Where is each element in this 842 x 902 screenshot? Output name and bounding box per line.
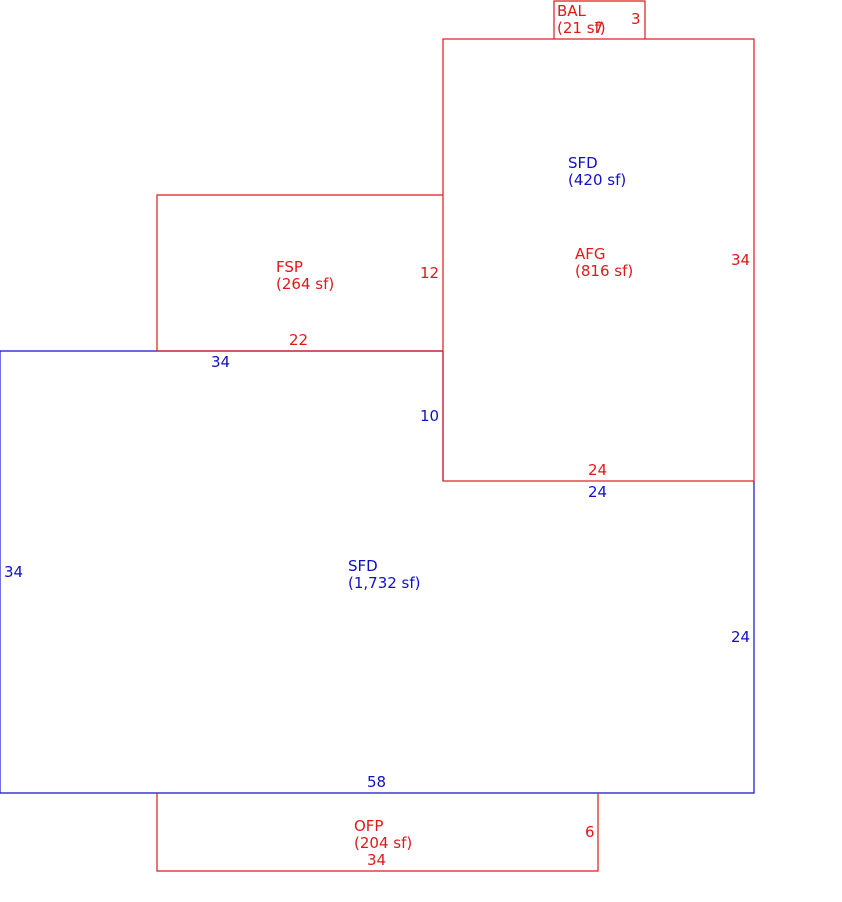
bal-side-top: 7 (594, 19, 604, 37)
sfd-upper-area: (420 sf) (568, 171, 626, 189)
sfd-main-outline (0, 350, 755, 794)
ofp-side-right: 6 (585, 823, 595, 841)
fsp-side-bottom: 22 (289, 331, 308, 349)
sfd-main-code: SFD (348, 557, 378, 575)
ofp-code: OFP (354, 817, 383, 835)
sfd-main-side-left: 34 (4, 563, 23, 581)
sfd-main-side-bottom: 58 (367, 773, 386, 791)
ofp-area: (204 sf) (354, 834, 412, 852)
bal-outline (553, 0, 646, 39)
bal-code: BAL (557, 2, 587, 20)
afg-side-right: 34 (731, 251, 750, 269)
sfd-main-side-inner: 10 (420, 407, 439, 425)
sfd-upper-code: SFD (568, 154, 598, 172)
fsp-area: (264 sf) (276, 275, 334, 293)
afg-side-bottom: 24 (588, 461, 607, 479)
sfd-main-side-top: 34 (211, 353, 230, 371)
fsp-outline (156, 194, 443, 352)
ofp-outline (156, 793, 599, 872)
fsp-code: FSP (276, 258, 303, 276)
sfd-main-area: (1,732 sf) (348, 574, 421, 592)
afg-code: AFG (575, 245, 606, 263)
afg-area: (816 sf) (575, 262, 633, 280)
sfd-main-side-right: 24 (731, 628, 750, 646)
bal-area: (21 sf) (557, 19, 606, 37)
bal-side-right: 3 (631, 10, 641, 28)
sfd-upper-side-bottom: 24 (588, 483, 607, 501)
afg-outline (442, 38, 755, 482)
fsp-side-right: 12 (420, 264, 439, 282)
ofp-side-bottom: 34 (367, 851, 386, 869)
